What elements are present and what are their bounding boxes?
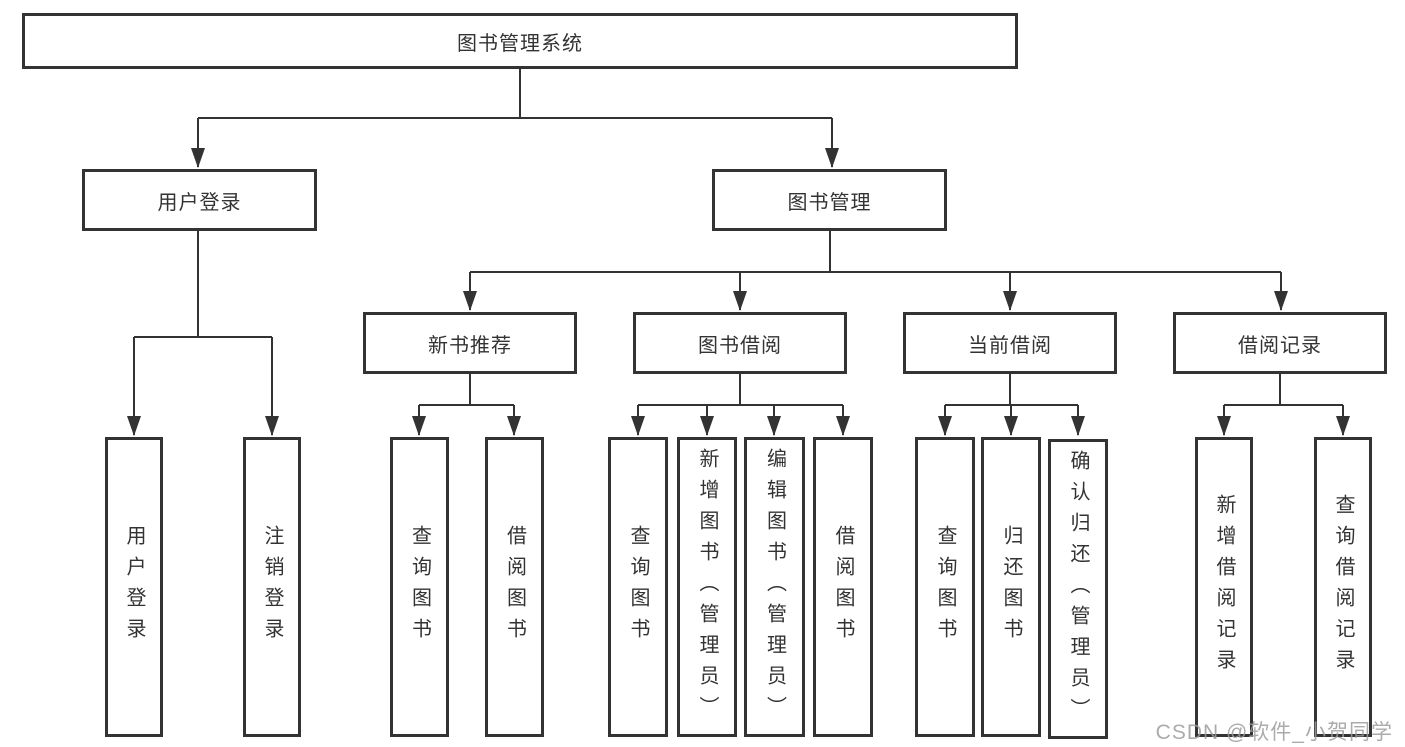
node-label: 新增借阅记录 [1213, 494, 1235, 680]
node-label: 注销登录 [261, 525, 283, 649]
node-label: 编辑图书（管理员） [763, 447, 786, 727]
node-label: 用户登录 [123, 525, 145, 649]
node-user-login: 用户登录 [82, 169, 317, 231]
node-label: 查询图书 [934, 525, 956, 649]
node-new-book-recommend: 新书推荐 [363, 312, 577, 374]
node-label: 借阅图书 [832, 525, 854, 649]
leaf-borrow-books-borrow: 借阅图书 [813, 437, 873, 737]
leaf-add-borrow-record: 新增借阅记录 [1195, 437, 1253, 737]
leaf-query-borrow-record: 查询借阅记录 [1314, 437, 1372, 737]
node-label: 查询借阅记录 [1332, 494, 1354, 680]
leaf-add-books-admin: 新增图书（管理员） [677, 437, 737, 737]
node-label: 查询图书 [408, 525, 431, 649]
node-library-system: 图书管理系统 [22, 13, 1018, 69]
node-label: 用户登录 [157, 191, 242, 214]
leaf-confirm-return-admin: 确认归还（管理员） [1048, 439, 1108, 739]
leaf-query-books-borrow: 查询图书 [608, 437, 668, 737]
leaf-return-books: 归还图书 [981, 437, 1041, 737]
node-book-borrowing: 图书借阅 [633, 312, 847, 374]
node-label: 借阅图书 [503, 525, 526, 649]
leaf-query-books-recommend: 查询图书 [390, 437, 449, 737]
node-label: 当前借阅 [968, 334, 1052, 357]
leaf-borrow-books-recommend: 借阅图书 [485, 437, 544, 737]
node-label: 新增图书（管理员） [696, 447, 718, 727]
node-borrowing-records: 借阅记录 [1173, 312, 1387, 374]
node-label: 归还图书 [1000, 525, 1022, 649]
node-current-borrowing: 当前借阅 [903, 312, 1117, 374]
node-label: 图书管理系统 [457, 32, 583, 55]
node-book-management: 图书管理 [712, 169, 947, 231]
node-label: 借阅记录 [1238, 334, 1322, 357]
leaf-query-books-current: 查询图书 [915, 437, 975, 737]
node-label: 图书借阅 [698, 334, 782, 357]
leaf-user-login: 用户登录 [105, 437, 163, 737]
node-label: 新书推荐 [428, 334, 512, 357]
node-label: 图书管理 [787, 191, 872, 214]
leaf-edit-books-admin: 编辑图书（管理员） [744, 437, 805, 737]
node-label: 确认归还（管理员） [1067, 449, 1089, 729]
leaf-logout: 注销登录 [243, 437, 301, 737]
node-label: 查询图书 [627, 525, 649, 649]
csdn-watermark: CSDN @软件_小贺同学 [1155, 721, 1393, 744]
